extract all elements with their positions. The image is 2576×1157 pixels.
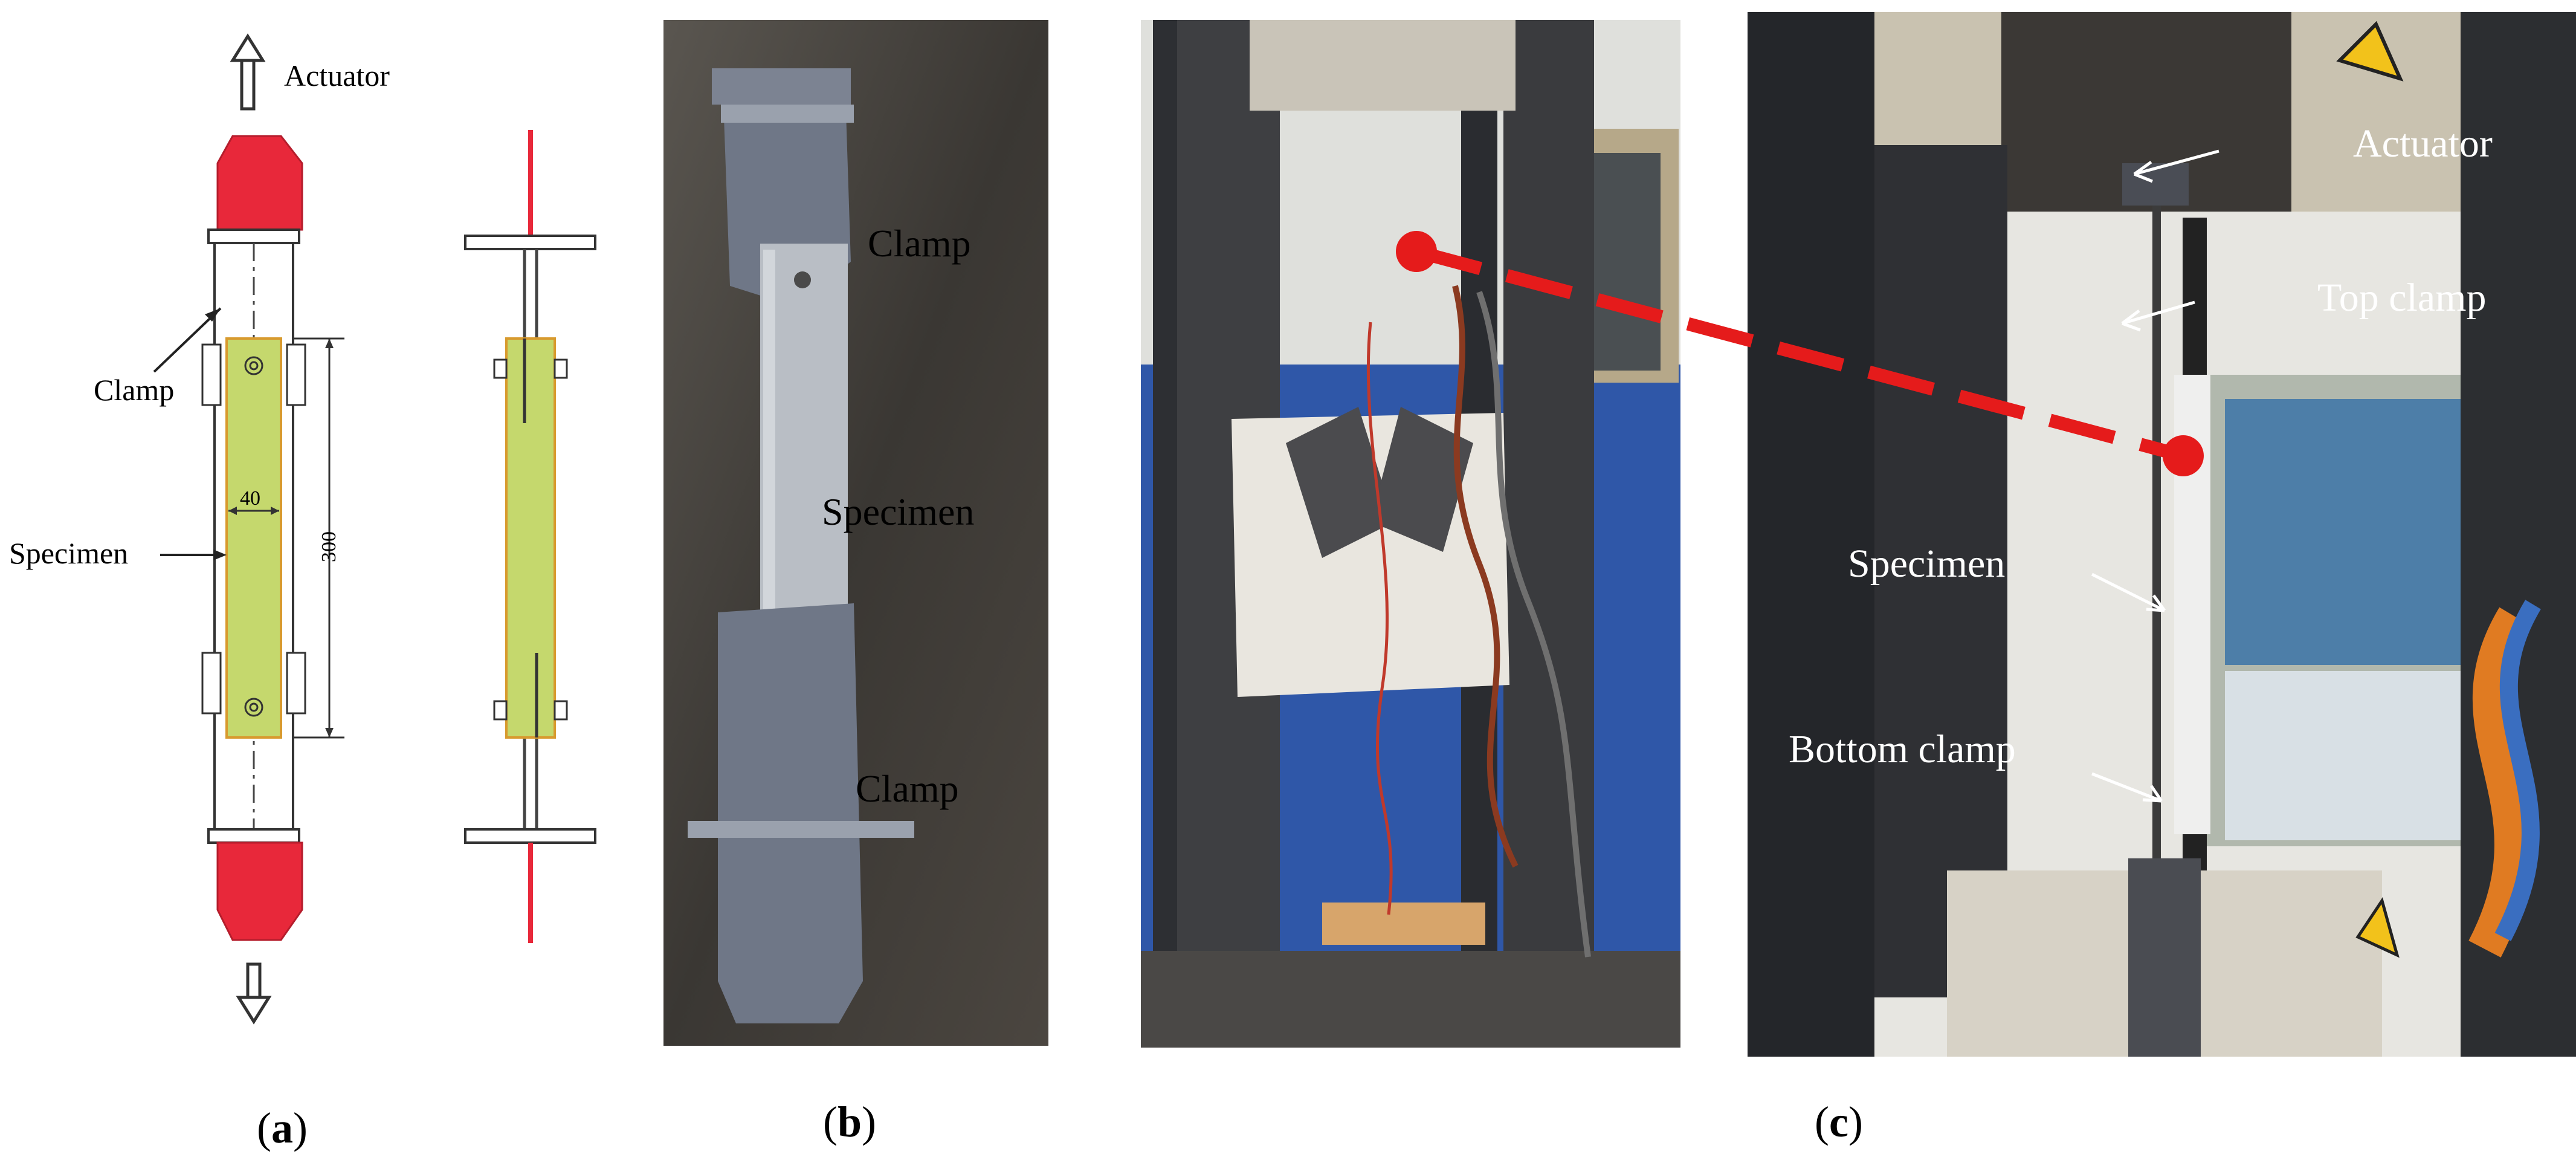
specimen-photo <box>663 20 1048 1046</box>
label-length-dim: 300 <box>318 531 340 562</box>
label-actuator-c: Actuator <box>2353 122 2493 166</box>
side-specimen <box>505 337 556 739</box>
arrow-down-icon <box>236 962 272 1025</box>
bolt-icon <box>244 356 263 717</box>
machine-photo <box>1141 20 1680 1048</box>
specimen-rect <box>225 337 282 739</box>
arrow-up-icon <box>230 33 266 111</box>
label-top-clamp-c: Top clamp <box>2317 276 2487 320</box>
caption-b: (b) <box>823 1098 877 1146</box>
label-specimen-b: Specimen <box>822 490 975 533</box>
label-specimen-c: Specimen <box>1848 542 2006 586</box>
panel-a-schematic: Actuator Clamp Specimen 40 300 <box>0 0 634 1028</box>
label-clamp-bottom-b: Clamp <box>856 767 959 810</box>
bottom-plate <box>207 828 300 844</box>
label-actuator-a: Actuator <box>284 59 390 92</box>
panel-c-machine-photo <box>1141 20 1680 1048</box>
panel-c-zoom-photo: Actuator Top clamp Specimen Bottom clamp <box>1748 12 2576 1057</box>
top-plate <box>207 228 300 244</box>
label-specimen-a: Specimen <box>9 536 129 570</box>
schematic-drawing <box>153 33 596 1025</box>
label-clamp-a: Clamp <box>94 373 175 407</box>
top-grip <box>216 135 303 231</box>
label-clamp-top-b: Clamp <box>868 222 971 265</box>
label-bottom-clamp-c: Bottom clamp <box>1789 727 2016 771</box>
zoom-photo <box>1748 12 2576 1057</box>
caption-c: (c) <box>1815 1098 1863 1146</box>
caption-a: (a) <box>257 1104 308 1152</box>
bottom-grip <box>216 841 303 941</box>
panel-b-photo: Clamp Specimen Clamp <box>663 20 1048 1046</box>
label-width-dim: 40 <box>240 487 260 510</box>
